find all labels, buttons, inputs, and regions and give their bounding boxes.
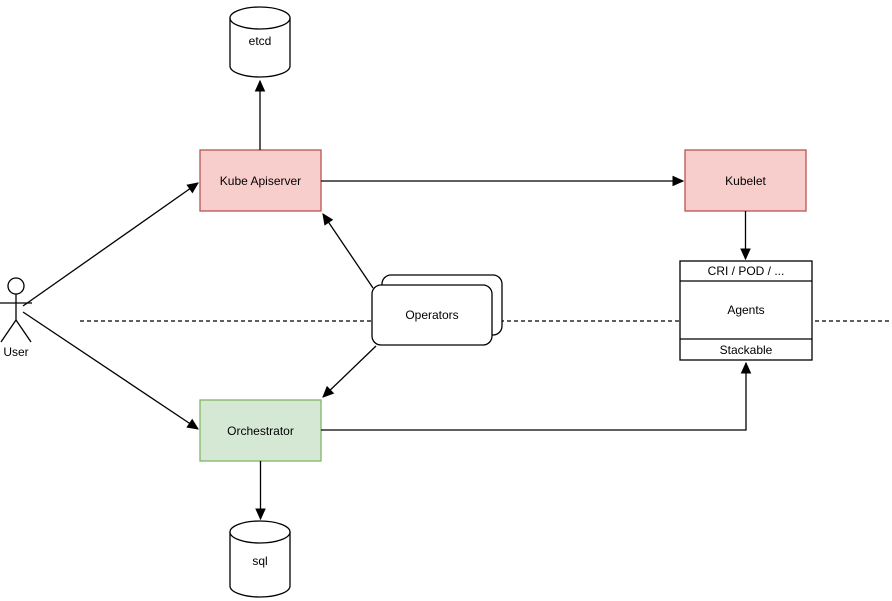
user-actor-left-leg: [0, 319, 17, 343]
kubelet-box: [684, 149, 807, 212]
edges-layer: [22, 81, 746, 519]
user-actor-right-leg: [15, 319, 32, 343]
edge-user-to-orchestrator: [22, 311, 198, 429]
kubelet-node: Kubelet: [684, 149, 807, 212]
edge-user-to-kube-apiserver: [22, 183, 198, 307]
sql-cylinder-node: sql: [229, 520, 291, 598]
sql-label: sql: [252, 554, 267, 568]
orchestrator-node: Orchestrator: [199, 399, 322, 462]
etcd-cylinder-top: [229, 6, 291, 30]
edge-operators-to-orchestrator: [323, 345, 377, 397]
edge-operators-to-kube-apiserver: [323, 214, 374, 289]
agents-box: [679, 260, 813, 361]
sql-cylinder-top: [229, 520, 291, 544]
agents-footer-label: Stackable: [720, 343, 773, 357]
etcd-cylinder-body: [229, 18, 291, 78]
etcd-label: etcd: [249, 34, 272, 48]
operators-label: Operators: [405, 308, 458, 322]
agents-header-label: CRI / POD / ...: [708, 264, 785, 278]
agents-body-label: Agents: [727, 303, 764, 317]
user-actor-head: [7, 277, 25, 295]
agents-node: CRI / POD / ... Agents Stackable: [679, 260, 813, 361]
kubelet-label: Kubelet: [725, 174, 766, 188]
kube-apiserver-label: Kube Apiserver: [220, 174, 301, 188]
orchestrator-box: [199, 399, 322, 462]
edge-orchestrator-to-agents: [321, 363, 746, 431]
orchestrator-label: Orchestrator: [227, 424, 294, 438]
operators-node: Operators: [371, 274, 503, 346]
kube-apiserver-node: Kube Apiserver: [199, 149, 322, 212]
operators-front-card: [371, 284, 493, 346]
etcd-cylinder-node: etcd: [229, 6, 291, 78]
user-actor-label: User: [3, 345, 28, 359]
sql-cylinder-body: [229, 532, 291, 598]
